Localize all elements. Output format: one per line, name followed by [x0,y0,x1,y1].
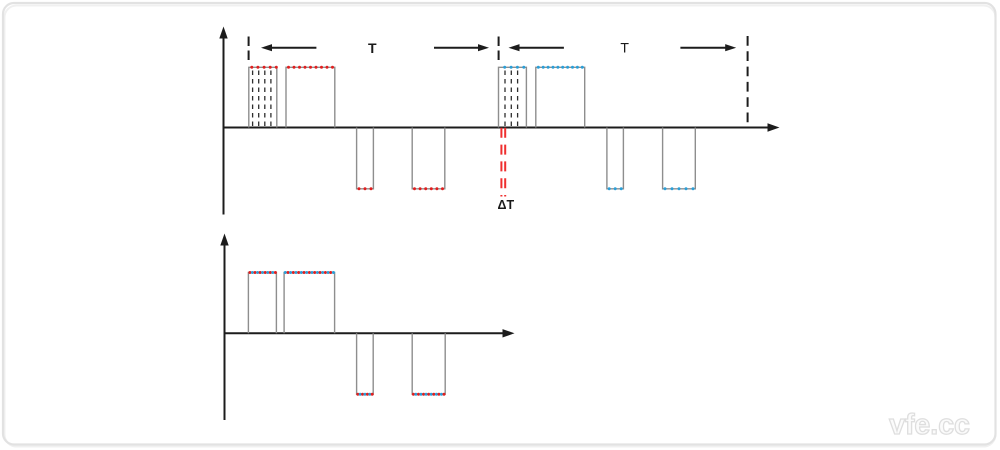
svg-text:T: T [368,40,377,56]
svg-text:T: T [620,40,629,56]
svg-text:ΔT: ΔT [498,198,515,212]
svg-text:vfe.cc: vfe.cc [889,409,970,441]
